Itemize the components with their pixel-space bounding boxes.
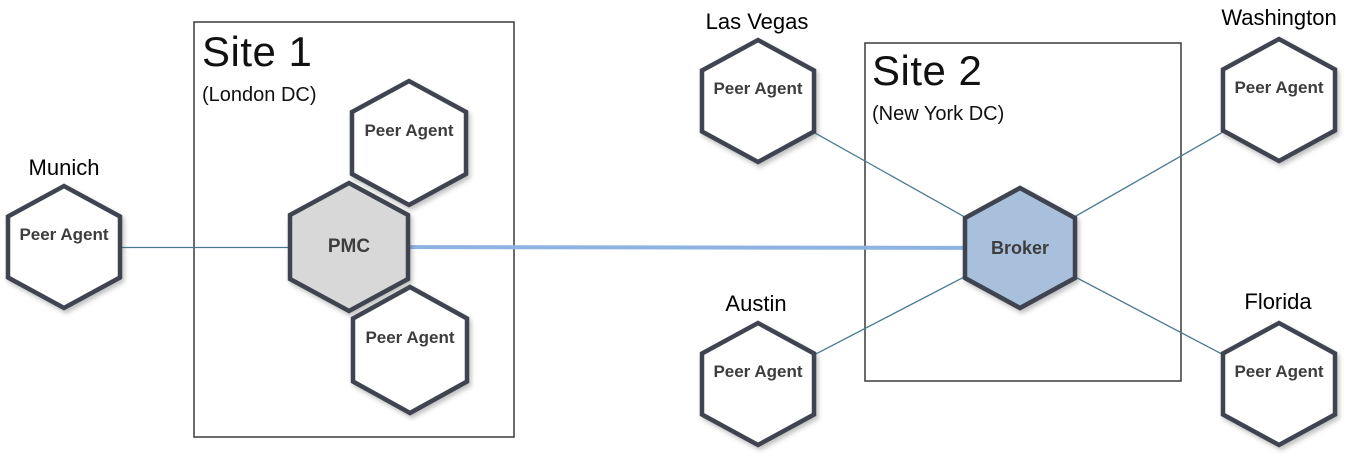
site1-subtitle: (London DC) bbox=[202, 84, 317, 106]
hexagon-munich-peer-agent bbox=[5, 183, 123, 311]
node-label-broker: Broker bbox=[990, 238, 1050, 258]
city-label-florida: Florida bbox=[1244, 289, 1312, 314]
city-label-las-vegas: Las Vegas bbox=[705, 9, 809, 34]
node-label-florida-peer-agent: Peer Agent bbox=[1234, 362, 1324, 381]
city-label-austin: Austin bbox=[725, 291, 787, 316]
node-label-site1-peer-agent-top: Peer Agent bbox=[364, 121, 454, 140]
node-label-pmc: PMC bbox=[327, 236, 371, 257]
hexagon-lasvegas-peer-agent bbox=[699, 37, 817, 165]
site2-title: Site 2 bbox=[872, 47, 983, 94]
node-label-lasvegas-peer-agent: Peer Agent bbox=[713, 79, 803, 98]
hexagon-site1-peer-agent-bottom bbox=[350, 284, 470, 416]
hexagon-broker bbox=[962, 185, 1078, 311]
node-label-austin-peer-agent: Peer Agent bbox=[713, 362, 803, 381]
hexagon-austin-peer-agent bbox=[699, 320, 817, 448]
hexagon-florida-peer-agent bbox=[1220, 320, 1338, 448]
hexagon-pmc bbox=[287, 180, 411, 314]
city-label-munich: Munich bbox=[28, 155, 100, 180]
hexagon-washington-peer-agent bbox=[1220, 36, 1338, 164]
site1-title: Site 1 bbox=[202, 28, 313, 75]
node-label-site1-peer-agent-bottom: Peer Agent bbox=[365, 328, 455, 347]
site2-subtitle: (New York DC) bbox=[872, 103, 1005, 125]
city-label-washington: Washington bbox=[1221, 5, 1337, 30]
link-pmc-broker bbox=[348, 245, 1021, 250]
hexagon-site1-peer-agent-top bbox=[349, 78, 469, 208]
node-label-washington-peer-agent: Peer Agent bbox=[1234, 78, 1324, 97]
node-label-munich-peer-agent: Peer Agent bbox=[19, 225, 109, 244]
